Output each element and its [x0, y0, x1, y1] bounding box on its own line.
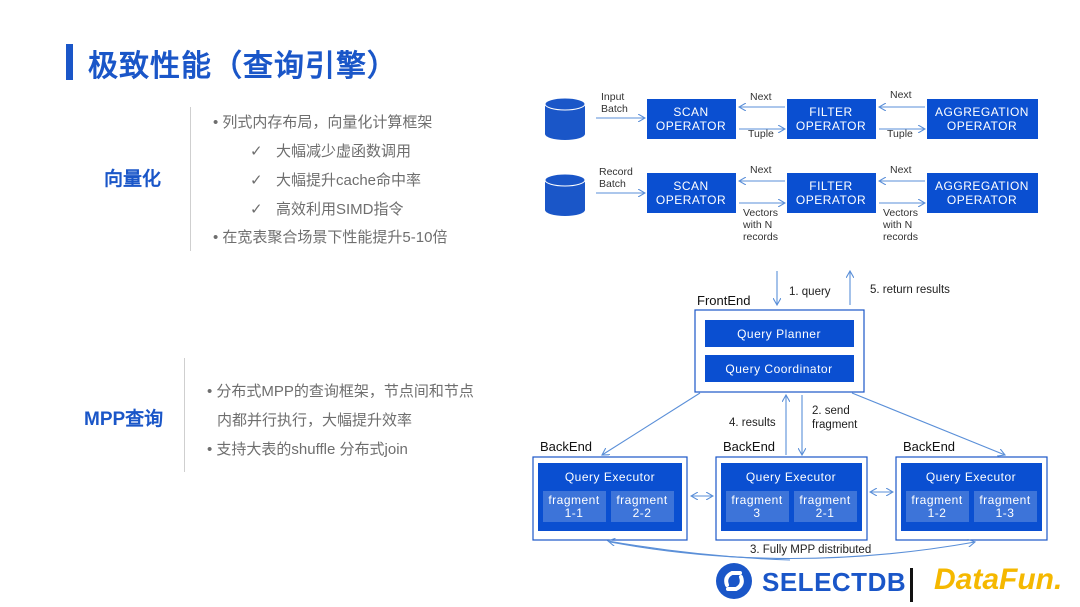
page-title: 极致性能（查询引擎）	[88, 50, 398, 83]
mpp-bullet-1-cont: 内都并行执行，大幅提升效率	[217, 412, 413, 429]
vectorized-bullet-2: • 在宽表聚合场景下性能提升5-10倍	[213, 229, 448, 246]
top-input-line2: Batch	[601, 103, 628, 115]
top-tuple-2: Tuple	[887, 128, 913, 140]
top-aggregation-operator	[927, 99, 1038, 139]
bottom-vectors-2a: Vectors	[883, 207, 918, 219]
query-step-label: 1. query	[789, 286, 831, 298]
selectdb-logo-text: SELECTDB	[762, 567, 907, 597]
fragment-word: fragment	[731, 493, 783, 507]
fragment-id: 1-3	[996, 506, 1015, 520]
fragment-box	[974, 491, 1037, 522]
fragment-box	[794, 491, 857, 522]
bottom-input-line2: Batch	[599, 178, 626, 190]
query-coordinator-box	[705, 355, 854, 382]
bottom-next-1: Next	[750, 164, 772, 176]
fragment-id: 2-2	[633, 506, 652, 520]
fragment-id: 2-1	[816, 506, 835, 520]
query-coordinator-text: Query Coordinator	[725, 362, 832, 376]
vectorized-label: 向量化	[104, 169, 162, 190]
bottom-filter-l2: OPERATOR	[796, 193, 866, 207]
return-step-label: 5. return results	[870, 284, 950, 296]
bottom-scan-l2: OPERATOR	[656, 193, 726, 207]
checkmark-icon: ✓	[250, 172, 263, 189]
send-step-line2: fragment	[812, 419, 858, 431]
fragment-word: fragment	[548, 493, 600, 507]
fragment-id: 1-1	[565, 506, 584, 520]
top-filter-operator	[787, 99, 876, 139]
check-item-2: ✓大幅提升cache命中率	[250, 172, 422, 189]
bottom-vectors-1a: Vectors	[743, 207, 778, 219]
executor-label-2: Query Executor	[746, 470, 836, 484]
top-tuple-1: Tuple	[748, 128, 774, 140]
top-input-line1: Input	[601, 91, 624, 103]
frontend-label: FrontEnd	[697, 293, 750, 308]
datafun-logo-text: DataFun.	[934, 563, 1063, 596]
executor-label-1: Query Executor	[565, 470, 655, 484]
executor-label-3: Query Executor	[926, 470, 1016, 484]
bottom-agg-l2: OPERATOR	[947, 193, 1017, 207]
top-filter-l1: FILTER	[809, 105, 852, 119]
bottom-vectors-2c: records	[883, 231, 918, 243]
selectdb-logo-mark	[724, 571, 744, 591]
top-scan-l1: SCAN	[673, 105, 708, 119]
mpp-bullet-2: • 支持大表的shuffle 分布式join	[207, 441, 408, 458]
db-cylinder-icon-bottom	[544, 173, 586, 216]
bottom-input-line1: Record	[599, 166, 633, 178]
fragment-box	[726, 491, 789, 522]
title-accent-bar	[66, 44, 73, 80]
fragment-box	[611, 491, 674, 522]
backend-label-1: BackEnd	[540, 439, 592, 454]
bottom-agg-l1: AGGREGATION	[935, 179, 1029, 193]
divider-vectorized	[190, 107, 191, 251]
db-cylinder-icon-top	[544, 97, 586, 140]
top-scan-operator	[647, 99, 736, 139]
fragment-word: fragment	[979, 493, 1031, 507]
bottom-vectors-2b: with N	[882, 219, 912, 231]
top-next-2: Next	[890, 89, 912, 101]
fragment-word: fragment	[799, 493, 851, 507]
bottom-next-2: Next	[890, 164, 912, 176]
checkmark-icon: ✓	[250, 201, 263, 218]
bottom-filter-l1: FILTER	[809, 179, 852, 193]
mpp-bullet-1: • 分布式MPP的查询框架，节点间和节点	[207, 383, 474, 400]
bottom-aggregation-operator	[927, 173, 1038, 213]
bottom-scan-operator	[647, 173, 736, 213]
send-step-line1: 2. send	[812, 405, 850, 417]
query-planner-box	[705, 320, 854, 347]
check-item-1: ✓大幅减少虚函数调用	[250, 143, 412, 160]
fragment-box	[906, 491, 969, 522]
top-agg-l1: AGGREGATION	[935, 105, 1029, 119]
fragment-box	[543, 491, 606, 522]
fragment-word: fragment	[911, 493, 963, 507]
bottom-vectors-1b: with N	[742, 219, 772, 231]
vectorized-bullet-1: • 列式内存布局，向量化计算框架	[213, 114, 433, 131]
backend-label-3: BackEnd	[903, 439, 955, 454]
top-filter-l2: OPERATOR	[796, 119, 866, 133]
top-agg-l2: OPERATOR	[947, 119, 1017, 133]
logo-divider	[910, 568, 913, 602]
top-next-1: Next	[750, 91, 772, 103]
distributed-label: 3. Fully MPP distributed	[750, 544, 871, 556]
check-item-3: ✓高效利用SIMD指令	[250, 201, 404, 218]
selectdb-logo-icon	[716, 563, 752, 599]
mpp-label: MPP查询	[84, 409, 164, 430]
top-scan-l2: OPERATOR	[656, 119, 726, 133]
backend-label-2: BackEnd	[723, 439, 775, 454]
divider-mpp	[184, 358, 185, 472]
fragment-id: 3	[753, 506, 760, 520]
bottom-vectors-1c: records	[743, 231, 778, 243]
checkmark-icon: ✓	[250, 143, 263, 160]
fragment-word: fragment	[616, 493, 668, 507]
bottom-filter-operator	[787, 173, 876, 213]
results-step-label: 4. results	[729, 417, 776, 429]
bottom-scan-l1: SCAN	[673, 179, 708, 193]
query-planner-text: Query Planner	[737, 327, 821, 341]
fragment-id: 1-2	[928, 506, 947, 520]
